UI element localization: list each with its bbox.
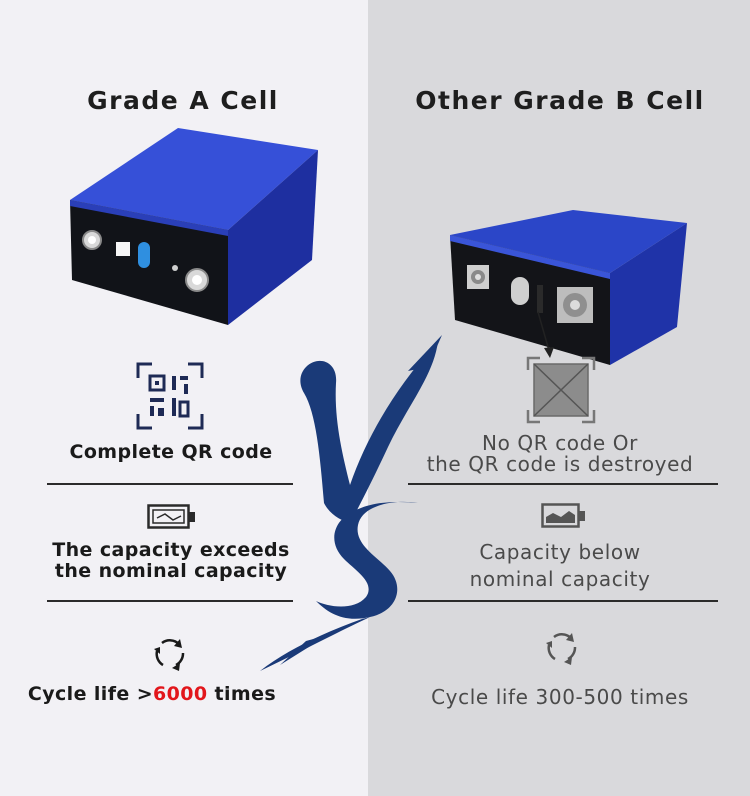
cycle-value-highlight: 6000 xyxy=(153,683,208,705)
battery-low-icon xyxy=(541,503,585,528)
capacity-below-text: Capacity below nominal capacity xyxy=(390,539,730,593)
cycle-life-a-text: Cycle life >6000 times xyxy=(22,683,282,705)
capacity-exceeds-line1: The capacity exceeds xyxy=(52,539,290,561)
divider xyxy=(408,483,718,485)
recycle-icon xyxy=(546,633,577,665)
cycle-suffix: times xyxy=(207,683,277,705)
qr-code-icon xyxy=(136,362,204,430)
vs-emblem-icon xyxy=(260,335,442,671)
capacity-exceeds-text: The capacity exceeds the nominal capacit… xyxy=(20,540,322,582)
grade-b-title: Other Grade B Cell xyxy=(415,86,705,115)
grade-a-cell-image xyxy=(70,128,318,325)
recycle-icon xyxy=(154,639,185,671)
divider xyxy=(408,600,718,602)
grade-b-cell-image xyxy=(450,210,687,365)
capacity-below-line2: nominal capacity xyxy=(469,567,651,591)
cycle-life-b-text: Cycle life 300-500 times xyxy=(431,685,689,709)
qr-missing-text: No QR code Or the QR code is destroyed xyxy=(390,433,730,475)
capacity-exceeds-line2: the nominal capacity xyxy=(54,560,288,582)
divider xyxy=(47,483,293,485)
divider xyxy=(47,600,293,602)
qr-missing-line1: No QR code Or xyxy=(482,431,638,455)
pointer-arrow-icon xyxy=(537,311,554,358)
capacity-below-line1: Capacity below xyxy=(479,540,641,564)
cycle-prefix: Cycle life > xyxy=(27,683,154,705)
crossed-box-icon xyxy=(526,356,596,424)
qr-missing-line2: the QR code is destroyed xyxy=(426,452,694,476)
battery-full-icon xyxy=(147,504,195,529)
grade-a-title: Grade A Cell xyxy=(87,86,279,115)
qr-complete-text: Complete QR code xyxy=(69,441,273,463)
